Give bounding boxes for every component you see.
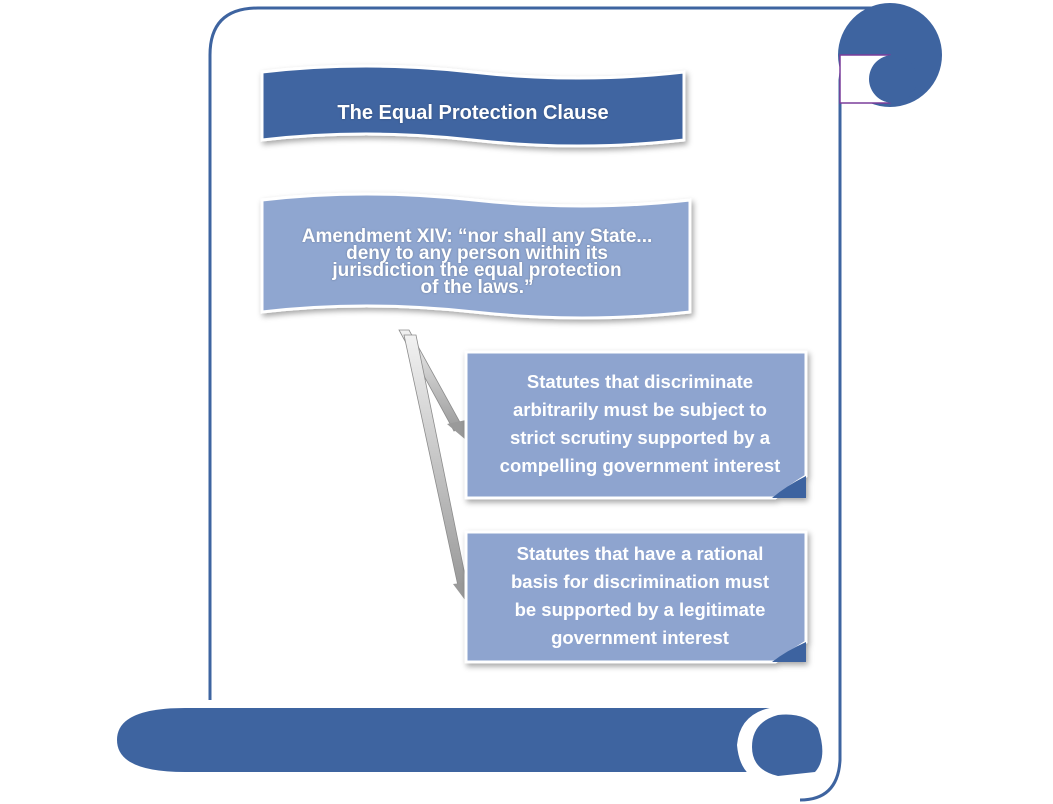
diagram-title: The Equal Protection Clause	[337, 102, 609, 124]
rational-basis-box	[464, 530, 808, 664]
strict-scrutiny-box	[464, 350, 808, 500]
page-curl-corner	[772, 642, 806, 662]
amendment-banner	[260, 192, 692, 320]
rational-basis-text: Statutes that have a rational basis for …	[510, 543, 770, 648]
scroll-top-curl	[838, 3, 942, 107]
scroll-bottom-roll	[117, 705, 830, 783]
strict-scrutiny-text: Statutes that discriminate arbitrarily m…	[499, 371, 781, 476]
title-banner	[260, 64, 686, 148]
page-curl-corner	[772, 476, 806, 498]
amendment-quote: Amendment XIV: “nor shall any State... d…	[301, 226, 653, 298]
